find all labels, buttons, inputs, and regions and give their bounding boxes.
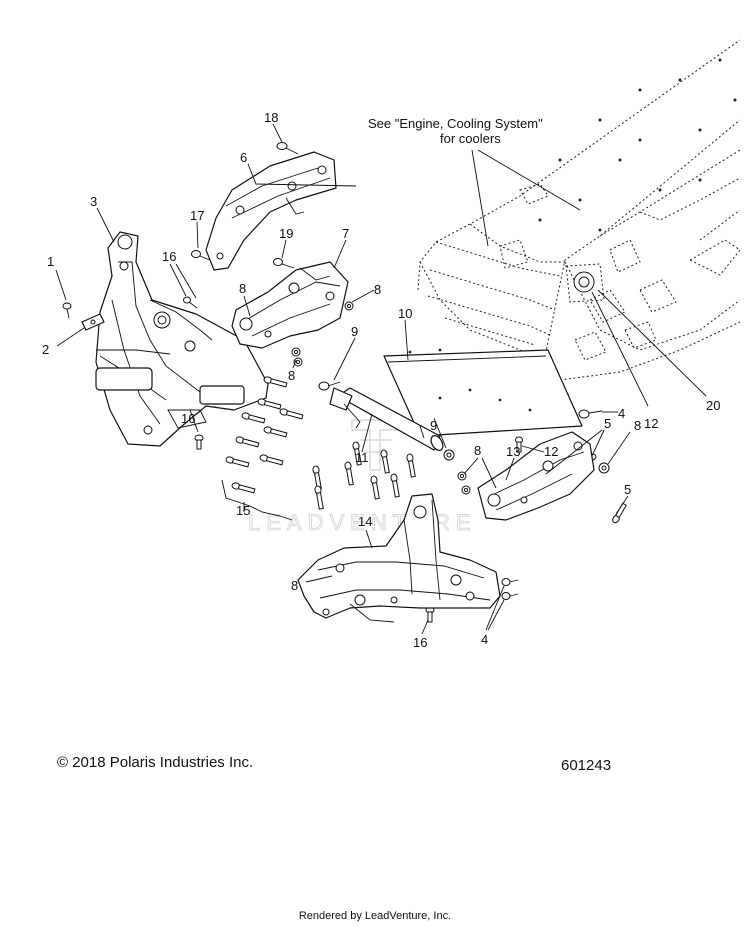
part-14-lower-frame: [297, 493, 501, 623]
callout-4-lower: 4: [481, 632, 488, 647]
callout-4-right: 4: [618, 406, 625, 421]
part-16-studs: [183, 296, 435, 623]
part-18-bolt: [276, 142, 299, 155]
callout-2: 2: [42, 342, 49, 357]
callout-6: 6: [240, 150, 247, 165]
callout-5-lower: 5: [624, 482, 631, 497]
callout-9-lower: 9: [430, 418, 437, 433]
callout-8-top-right: 8: [374, 282, 381, 297]
part-12-pin: [515, 436, 523, 453]
callout-16-lower: 16: [413, 635, 427, 650]
part-4-bolts: [501, 409, 603, 600]
part-17-bolt: [191, 250, 211, 261]
callout-8-far-right: 8: [634, 418, 641, 433]
part-2-bracket: [81, 313, 105, 331]
callout-13: 13: [506, 444, 520, 459]
callout-8-left: 8: [239, 281, 246, 296]
callout-labels: 1 4 2 3 4 5 5 6 7 8 8 8 8 8 8 9 9 10 11 …: [42, 110, 720, 650]
callout-16-left: 16: [181, 411, 195, 426]
part-13-right-bracket: [477, 431, 595, 521]
note-line-2: for coolers: [440, 131, 501, 146]
rendered-by-text: Rendered by LeadVenture, Inc.: [298, 910, 452, 922]
callout-9-upper: 9: [351, 324, 358, 339]
part-10-plate: [383, 348, 583, 437]
part-1-bolt: [62, 302, 72, 319]
part-9-bolts: [318, 381, 455, 461]
callout-15: 15: [236, 503, 250, 518]
callout-19: 19: [279, 226, 293, 241]
callout-12-lower: 12: [544, 444, 558, 459]
copyright-text: © 2018 Polaris Industries Inc.: [57, 754, 254, 771]
callout-8-middle: 8: [288, 368, 295, 383]
part-11-shaft: [329, 387, 444, 451]
callout-8-right-group: 8: [474, 443, 481, 458]
part-6-upper-bracket: [205, 151, 337, 271]
callout-1: 1: [47, 254, 54, 269]
callout-18: 18: [264, 110, 278, 125]
note-line-1: See "Engine, Cooling System": [368, 116, 543, 131]
callout-16-upper: 16: [162, 249, 176, 264]
part-15-bolt-set: [221, 376, 416, 521]
callout-7: 7: [342, 226, 349, 241]
part-19-bolt: [273, 258, 295, 269]
callout-14: 14: [358, 514, 372, 529]
callout-10: 10: [398, 306, 412, 321]
leader-lines: [55, 123, 707, 635]
callout-8-lower-left: 8: [291, 578, 298, 593]
tunnel-chassis: [417, 39, 741, 381]
callout-17: 17: [190, 208, 204, 223]
callout-5-upper: 5: [604, 416, 611, 431]
part-3-left-frame: [95, 231, 269, 447]
callout-3: 3: [90, 194, 97, 209]
callout-12-upper: 12: [644, 416, 658, 431]
diagram-code: 601243: [561, 757, 612, 774]
callout-20: 20: [706, 398, 720, 413]
callout-11: 11: [355, 450, 369, 465]
part-7-bracket: [231, 261, 349, 349]
